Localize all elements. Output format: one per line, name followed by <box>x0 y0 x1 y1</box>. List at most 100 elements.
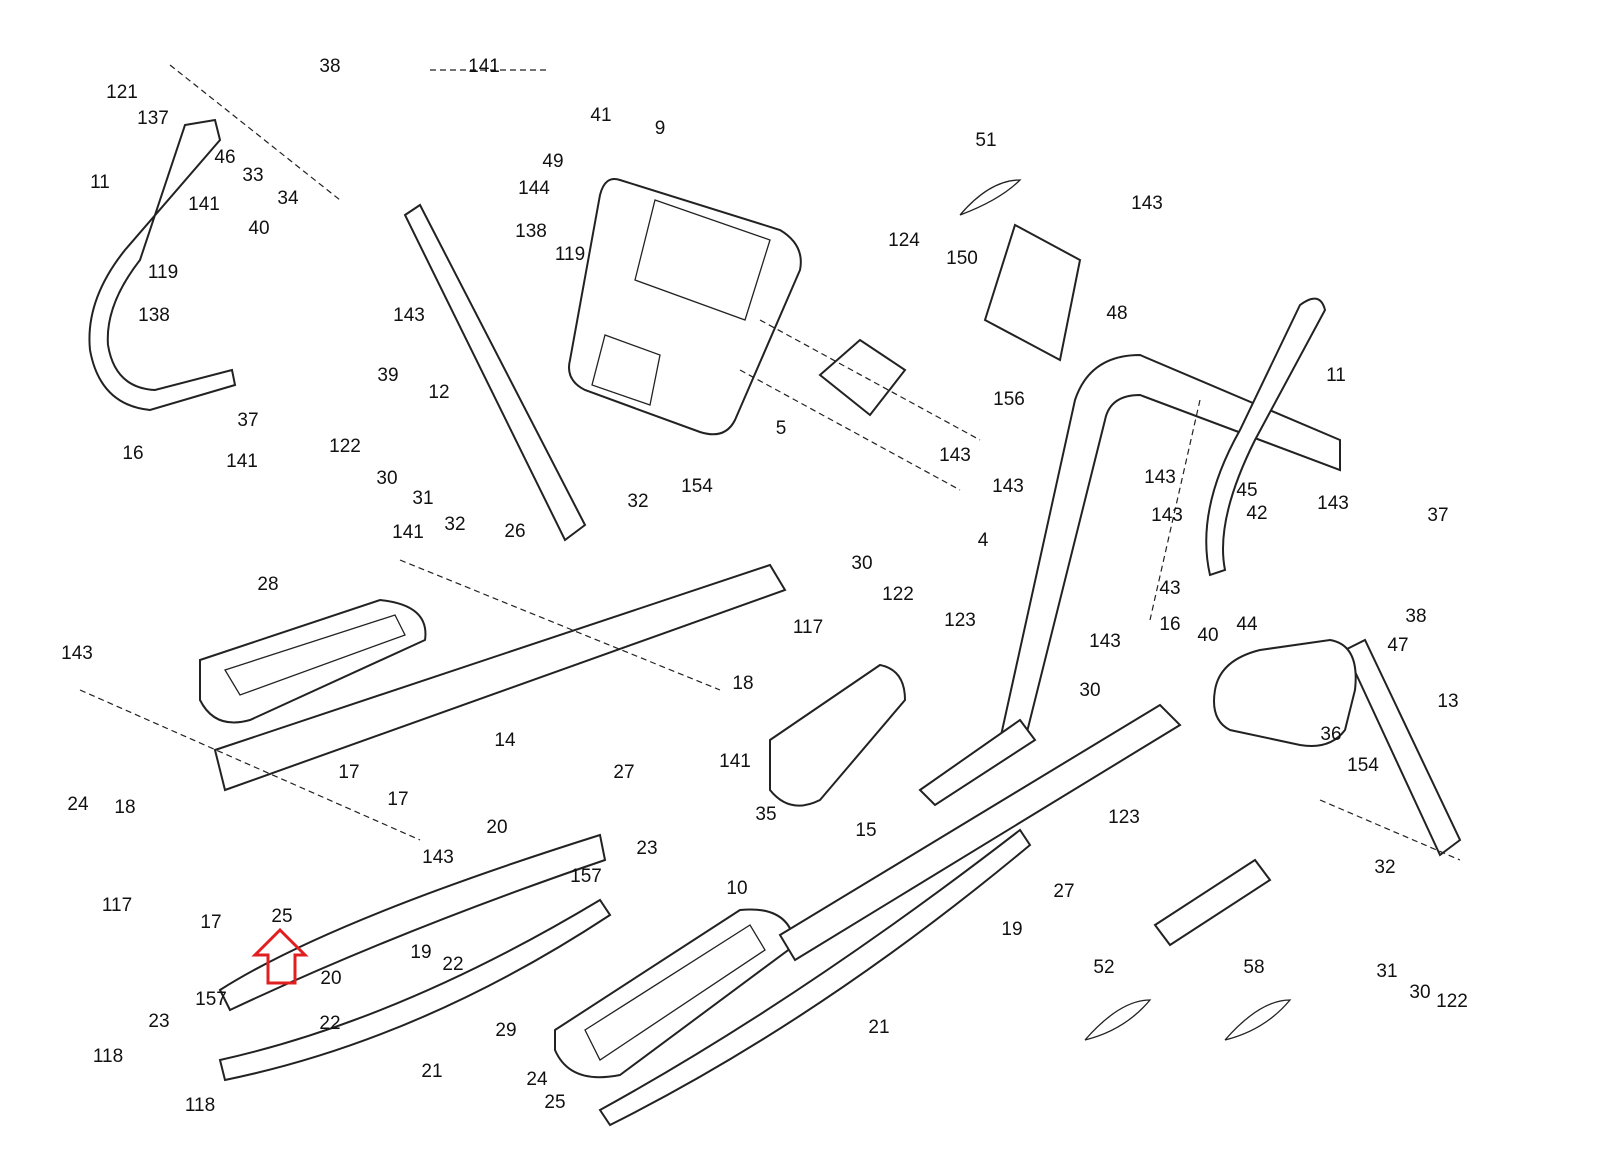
part-label-17: 17 <box>200 912 221 933</box>
part-label-18: 18 <box>732 673 753 694</box>
part-label-24: 24 <box>67 794 89 815</box>
part-label-144: 144 <box>518 178 550 199</box>
part-label-11: 11 <box>90 172 110 193</box>
part-label-49: 49 <box>542 151 563 172</box>
part-label-10: 10 <box>726 878 747 899</box>
part-label-23: 23 <box>148 1011 169 1032</box>
part-label-20: 20 <box>486 817 507 838</box>
part-label-22: 22 <box>319 1013 340 1034</box>
part-label-31: 31 <box>1376 961 1397 982</box>
part-label-18: 18 <box>114 797 135 818</box>
part-label-141: 141 <box>468 56 500 77</box>
part-label-14: 14 <box>494 730 516 751</box>
part-label-122: 122 <box>882 584 914 605</box>
part-label-31: 31 <box>412 488 433 509</box>
part-label-38: 38 <box>1405 606 1426 627</box>
shroud-35-part <box>769 663 907 807</box>
part-label-44: 44 <box>1236 614 1258 635</box>
part-label-141: 141 <box>719 751 751 772</box>
right-lower-arm-part <box>598 828 1032 1127</box>
part-label-40: 40 <box>1197 625 1218 646</box>
part-label-137: 137 <box>137 108 169 129</box>
part-label-143: 143 <box>1151 505 1183 526</box>
part-label-122: 122 <box>329 436 361 457</box>
wire-52 <box>1084 999 1152 1041</box>
front-base-part <box>918 718 1037 807</box>
part-label-21: 21 <box>868 1017 889 1038</box>
part-label-143: 143 <box>422 847 454 868</box>
part-label-32: 32 <box>1374 857 1395 878</box>
shroud-48-part <box>983 223 1082 362</box>
part-label-141: 141 <box>226 451 258 472</box>
part-label-143: 143 <box>61 643 93 664</box>
part-label-143: 143 <box>1089 631 1121 652</box>
part-label-154: 154 <box>681 476 713 497</box>
part-label-25: 25 <box>544 1092 565 1113</box>
left-rail-part <box>213 563 787 792</box>
bracket-5-part <box>818 338 907 417</box>
part-label-119: 119 <box>555 244 585 265</box>
left-handle-part <box>88 118 237 412</box>
part-label-141: 141 <box>392 522 424 543</box>
part-label-48: 48 <box>1106 303 1127 324</box>
part-label-150: 150 <box>946 248 978 269</box>
part-label-143: 143 <box>1144 467 1176 488</box>
part-label-37: 37 <box>237 410 258 431</box>
part-label-24: 24 <box>526 1069 548 1090</box>
part-label-22: 22 <box>442 954 463 975</box>
part-label-143: 143 <box>393 305 425 326</box>
part-label-118: 118 <box>185 1095 215 1116</box>
part-label-4: 4 <box>978 530 989 551</box>
part-label-118: 118 <box>93 1046 123 1067</box>
part-label-33: 33 <box>242 165 263 186</box>
part-label-157: 157 <box>195 989 227 1010</box>
part-label-122: 122 <box>1436 991 1468 1012</box>
part-label-32: 32 <box>627 491 648 512</box>
part-label-121: 121 <box>106 82 138 103</box>
part-label-157: 157 <box>570 866 602 887</box>
upright-arm-part <box>403 203 587 542</box>
part-label-156: 156 <box>993 389 1025 410</box>
part-label-30: 30 <box>851 553 872 574</box>
part-label-11: 11 <box>1326 365 1346 386</box>
part-label-19: 19 <box>1001 919 1022 940</box>
part-label-36: 36 <box>1320 724 1341 745</box>
part-label-37: 37 <box>1427 505 1448 526</box>
part-label-28: 28 <box>257 574 278 595</box>
part-label-41: 41 <box>590 105 611 126</box>
part-label-143: 143 <box>1317 493 1349 514</box>
part-label-154: 154 <box>1347 755 1379 776</box>
part-label-58: 58 <box>1243 957 1264 978</box>
part-label-138: 138 <box>515 221 547 242</box>
assembly-line <box>79 64 1461 861</box>
part-label-30: 30 <box>376 468 397 489</box>
part-label-117: 117 <box>793 617 823 638</box>
part-label-39: 39 <box>377 365 398 386</box>
part-label-32: 32 <box>444 514 465 535</box>
part-label-27: 27 <box>1053 881 1074 902</box>
left-lower-arm-part <box>218 898 612 1082</box>
part-label-26: 26 <box>504 521 525 542</box>
part-label-19: 19 <box>410 942 431 963</box>
part-label-43: 43 <box>1159 578 1180 599</box>
part-label-9: 9 <box>655 118 666 139</box>
part-label-23: 23 <box>636 838 657 859</box>
part-label-16: 16 <box>122 443 143 464</box>
part-label-47: 47 <box>1387 635 1408 656</box>
part-label-117: 117 <box>102 895 132 916</box>
part-label-21: 21 <box>421 1061 442 1082</box>
highlight-arrow-icon <box>251 927 309 985</box>
part-label-20: 20 <box>320 968 341 989</box>
part-label-42: 42 <box>1246 503 1267 524</box>
left-pedal-part <box>199 598 427 724</box>
right-pedal-tread <box>584 924 766 1061</box>
part-label-5: 5 <box>776 418 787 439</box>
part-label-119: 119 <box>148 262 178 283</box>
console-speaker <box>591 334 661 406</box>
part-label-138: 138 <box>138 305 170 326</box>
part-label-45: 45 <box>1236 480 1257 501</box>
part-drawings <box>79 64 1462 1127</box>
